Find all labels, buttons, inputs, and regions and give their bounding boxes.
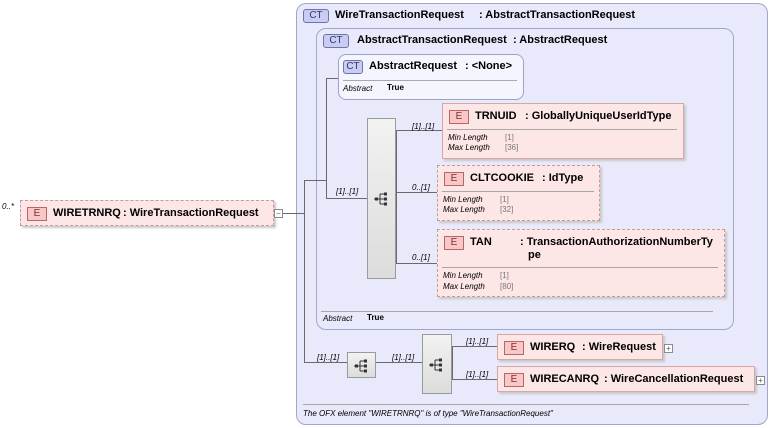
facet-label: Max Length [448,143,490,152]
tan-multiplicity: 0..[1] [412,253,430,262]
complex-type-icon: CT [343,60,363,74]
facet-value: [80] [500,282,514,291]
facet-label: Max Length [443,205,485,214]
abstract-tx-abstract-value: True [367,313,384,322]
facet-label: Min Length [448,133,488,142]
sequence2-multiplicity: [1]..[1] [317,353,340,362]
trnuid-multiplicity: [1]..[1] [412,122,435,131]
complex-type-icon: CT [323,34,349,48]
wiretrnrq-element[interactable]: E WIRETRNRQ : WireTransactionRequest [20,200,274,226]
element-icon: E [504,373,524,387]
wirerq-multiplicity: [1]..[1] [466,337,489,346]
expand-toggle[interactable]: + [756,376,765,385]
facet-label: Min Length [443,195,483,204]
tan-type-line2: pe [528,249,541,261]
expand-toggle[interactable]: + [664,344,673,353]
cltcookie-element[interactable]: E CLTCOOKIE : IdType Min Length [1] Max … [437,165,600,221]
sequence-icon [374,192,387,206]
wire-tx-name: WireTransactionRequest [335,9,464,21]
element-icon: E [444,172,464,186]
tan-type-line1: : TransactionAuthorizationNumberTy [520,236,713,248]
collapse-toggle[interactable]: − [274,209,283,218]
facet-label: Max Length [443,282,485,291]
wirecanrq-multiplicity: [1]..[1] [466,370,489,379]
abstract-req-name: AbstractRequest [369,60,458,72]
facet-value: [1] [505,133,514,142]
choice-multiplicity: [1]..[1] [392,353,415,362]
facet-label: Min Length [443,271,483,280]
root-type: : WireTransactionRequest [123,207,259,219]
wirecanrq-element[interactable]: E WIRECANRQ : WireCancellationRequest [497,366,755,392]
abstract-tx-base: : AbstractRequest [513,34,608,46]
wirerq-name: WIRERQ [530,341,576,353]
wirerq-element[interactable]: E WIRERQ : WireRequest [497,334,663,360]
element-icon: E [449,110,469,124]
abstract-req-abstract-value: True [387,83,404,92]
facet-value: [1] [500,195,509,204]
element-icon: E [504,341,524,355]
wire-tx-base: : AbstractTransactionRequest [479,9,636,21]
root-name: WIRETRNRQ [53,207,121,219]
trnuid-element[interactable]: E TRNUID : GloballyUniqueUserIdType Min … [442,103,684,159]
sequence-icon [354,359,367,373]
wirecanrq-name: WIRECANRQ [530,373,600,385]
wirecanrq-type: : WireCancellationRequest [604,373,744,385]
choice-icon [429,358,442,372]
trnuid-name: TRNUID [475,110,517,122]
element-icon: E [27,207,47,221]
tan-name: TAN [470,236,492,248]
facet-value: [1] [500,271,509,280]
facet-value: [32] [500,205,514,214]
sequence-compositor[interactable] [367,118,396,279]
sequence1-multiplicity: [1]..[1] [336,187,359,196]
abstract-request-type: CT AbstractRequest : <None> Abstract Tru… [338,54,524,100]
choice-compositor[interactable] [422,334,452,394]
complex-type-icon: CT [303,9,329,23]
element-icon: E [444,236,464,250]
tan-element[interactable]: E TAN : TransactionAuthorizationNumberTy… [437,229,725,297]
cltcookie-type: : IdType [542,172,584,184]
abstract-tx-abstract-label: Abstract [323,314,353,323]
trnuid-type: : GloballyUniqueUserIdType [525,110,672,122]
abstract-req-base: : <None> [465,60,513,72]
facet-value: [36] [505,143,519,152]
cltcookie-multiplicity: 0..[1] [412,183,430,192]
abstract-tx-name: AbstractTransactionRequest [357,34,507,46]
root-multiplicity: 0..* [2,202,15,211]
cltcookie-name: CLTCOOKIE [470,172,534,184]
sequence-compositor[interactable] [347,352,376,378]
type-description: The OFX element "WIRETRNRQ" is of type "… [303,409,553,418]
wirerq-type: : WireRequest [582,341,656,353]
abstract-req-abstract-label: Abstract [343,84,373,93]
